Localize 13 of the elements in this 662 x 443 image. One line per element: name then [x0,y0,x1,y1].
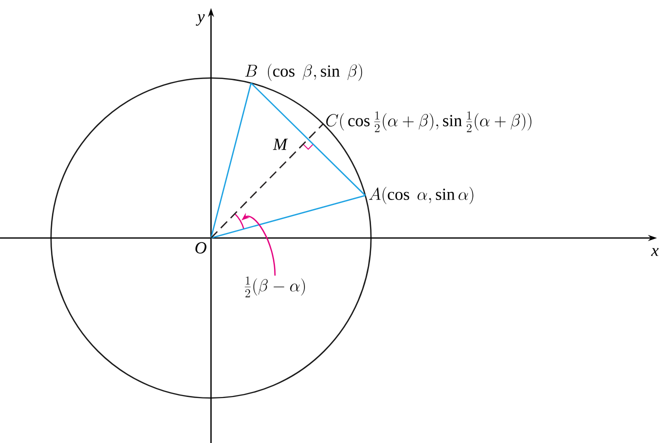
angle-arc [234,213,244,230]
angle-label: $\frac{1}{2}(\beta-\alpha)$ [244,276,305,298]
segment [210,123,324,238]
point-label: O [195,242,206,254]
point-label: M [272,138,288,150]
point-label: $B\ \ (\cos\ \beta,\sin\ \beta)$ [245,64,362,81]
point-label: $C\Big(\cos\frac{1}{2}(\alpha+\beta),\sin\frac{1}{2}(\alpha+\beta)\Big)$ [326,111,532,132]
point-label: $A(\cos\ \alpha,\sin\alpha)$ [369,186,474,204]
segment [210,82,252,238]
axis-label: y [196,14,205,26]
axis-label: x [651,248,659,256]
segment [210,194,366,239]
segment [250,82,366,196]
